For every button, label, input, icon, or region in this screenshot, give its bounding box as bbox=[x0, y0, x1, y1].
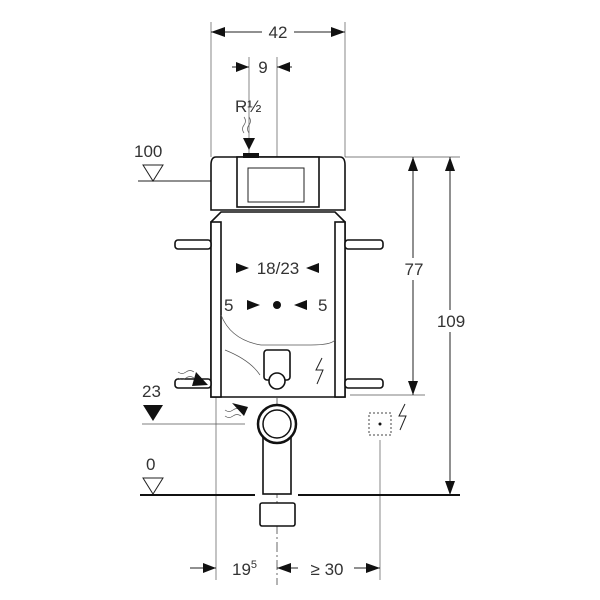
electric-icon bbox=[398, 403, 407, 431]
dimension-clearance-right: ≥ 30 bbox=[277, 556, 380, 579]
dimension-label-5-right: 5 bbox=[318, 296, 327, 315]
dimension-value: 19 bbox=[232, 560, 251, 579]
level-label-100: 100 bbox=[134, 142, 162, 161]
water-arrow-icon bbox=[232, 403, 248, 416]
dimension-label-19-5: 195 bbox=[232, 559, 257, 579]
electric-box bbox=[368, 403, 407, 436]
dimension-flush-width: 18/23 bbox=[236, 259, 319, 278]
dimension-label-5-left: 5 bbox=[224, 296, 233, 315]
water-connection: R½ bbox=[235, 97, 261, 150]
level-100: 100 bbox=[134, 142, 211, 182]
water-wave-icon bbox=[177, 370, 195, 380]
drain-pipe bbox=[256, 403, 298, 527]
dimension-label-77: 77 bbox=[405, 260, 424, 279]
dimension-label-42: 42 bbox=[269, 23, 288, 42]
electric-icon bbox=[315, 357, 324, 385]
dimension-label-clearance: ≥ 30 bbox=[311, 560, 344, 579]
dimension-height-frame: 77 bbox=[400, 157, 428, 395]
dimension-offset-left-bottom: 195 bbox=[190, 559, 257, 579]
level-label-23: 23 bbox=[142, 382, 161, 401]
water-arrow-icon bbox=[243, 138, 255, 150]
dimension-label-18-23: 18/23 bbox=[257, 259, 300, 278]
dimension-label-9: 9 bbox=[258, 58, 267, 77]
level-label-0: 0 bbox=[146, 455, 155, 474]
dimension-offset-top: 9 bbox=[232, 58, 292, 77]
dimension-flush-offsets: 5 5 bbox=[224, 296, 327, 315]
dimension-height-total: 109 bbox=[432, 157, 470, 495]
water-wave-icon bbox=[242, 116, 251, 134]
water-connection-label: R½ bbox=[235, 97, 261, 116]
level-23: 23 bbox=[142, 382, 245, 425]
dimension-superscript: 5 bbox=[251, 559, 257, 571]
level-0: 0 bbox=[140, 455, 460, 496]
water-arrow-icon bbox=[192, 372, 208, 386]
dimension-label-109: 109 bbox=[437, 312, 465, 331]
dimension-width-total: 42 bbox=[211, 22, 345, 42]
